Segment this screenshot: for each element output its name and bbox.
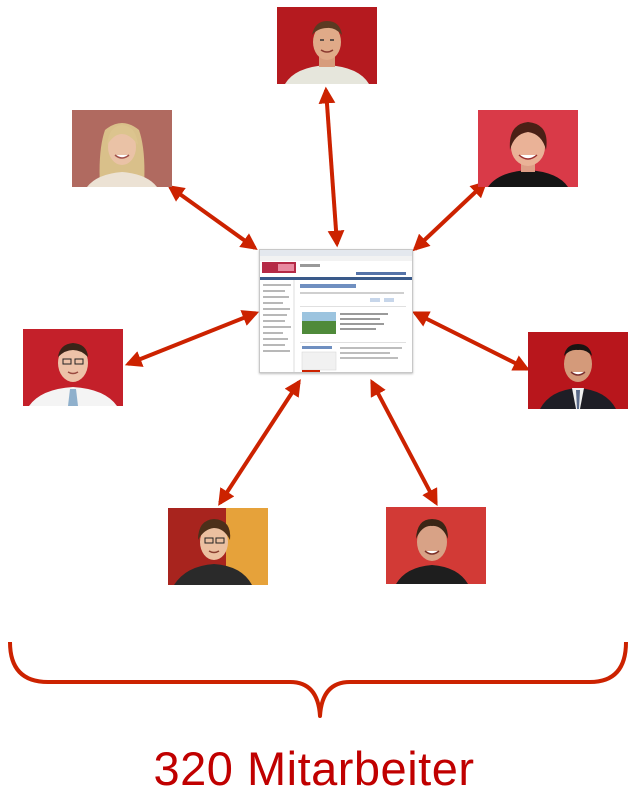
- person-photo-left: [23, 329, 123, 406]
- person-photo-icon: [386, 507, 486, 584]
- arrow-right: [411, 311, 531, 371]
- person-photo-icon: [528, 332, 628, 409]
- intranet-screenshot: [259, 249, 413, 373]
- intranet-page-screenshot-icon: [260, 250, 412, 372]
- person-photo-icon: [478, 110, 578, 187]
- person-photo-icon: [277, 7, 377, 84]
- person-photo-right: [528, 332, 628, 409]
- person-photo-icon: [23, 329, 123, 406]
- person-photo-lower-right: [386, 507, 486, 584]
- person-photo-lower-left: [168, 508, 268, 585]
- person-photo-icon: [72, 110, 172, 187]
- arrow-upper-left: [167, 185, 258, 250]
- arrow-top: [318, 86, 345, 248]
- arrow-lower-left: [218, 379, 301, 506]
- person-photo-upper-right: [478, 110, 578, 187]
- person-photo-upper-left: [72, 110, 172, 187]
- arrow-upper-right: [412, 180, 488, 252]
- person-photo-top: [277, 7, 377, 84]
- employee-count-caption: 320 Mitarbeiter: [153, 742, 475, 795]
- person-photo-icon: [168, 508, 268, 585]
- curly-brace: [8, 641, 628, 718]
- arrow-left: [124, 310, 260, 367]
- arrow-lower-right: [370, 379, 438, 506]
